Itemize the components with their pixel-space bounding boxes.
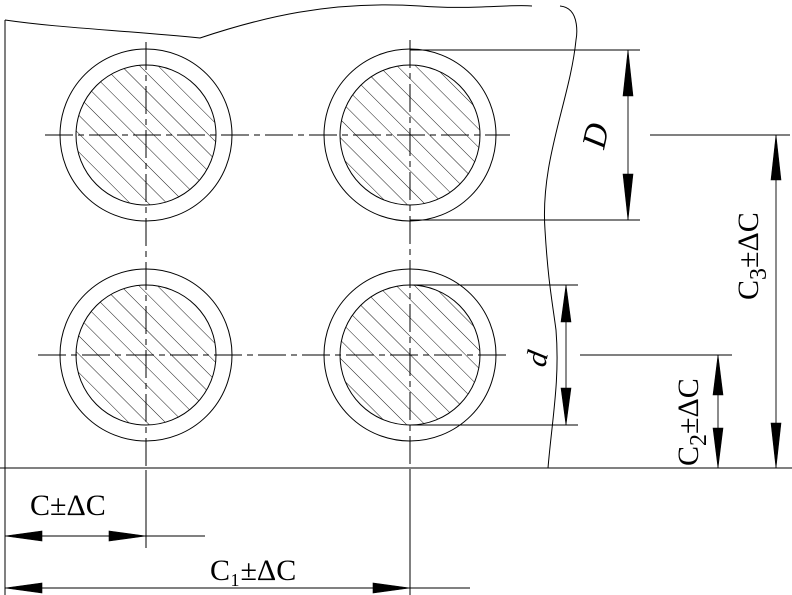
label-C3: C3±ΔC — [732, 212, 772, 300]
label-C: C±ΔC — [30, 489, 106, 522]
sheet-outline — [4, 4, 578, 469]
label-C2: C2±ΔC — [672, 378, 712, 466]
dimension-C1 — [4, 582, 470, 594]
label-D: D — [575, 120, 617, 153]
dimension-C3 — [650, 134, 790, 469]
label-C1: C₁±ΔC — [210, 554, 296, 587]
dimension-d — [410, 284, 578, 426]
dimension-C2 — [580, 354, 732, 469]
dimension-C — [4, 530, 205, 542]
dimension-D — [410, 49, 640, 221]
label-d: d — [520, 347, 556, 370]
